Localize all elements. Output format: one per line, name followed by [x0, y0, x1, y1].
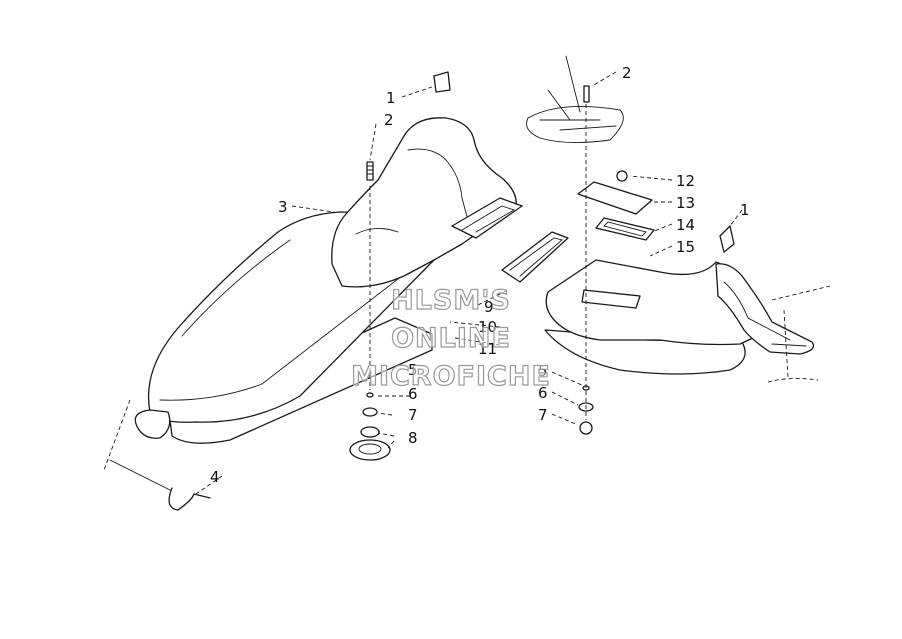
watermark-line-1: HLSM'S: [391, 285, 511, 316]
callout-10: 10: [478, 318, 497, 336]
washer-stack-left: [349, 392, 391, 461]
callout-6-right: 6: [538, 384, 548, 402]
callout-2-right: 2: [622, 64, 632, 82]
grab-bar: [526, 55, 624, 144]
callout-12: 12: [676, 172, 695, 190]
callout-14: 14: [676, 216, 695, 234]
gasket-14: [595, 217, 655, 241]
watermark-line-2: ONLINE: [391, 323, 511, 354]
callout-7-right: 7: [538, 406, 548, 424]
screw-2-right: [583, 85, 590, 103]
watermark: HLSM'S ONLINE MICROFICHE: [350, 284, 551, 392]
strap-9: [501, 231, 569, 283]
pin-4: [103, 399, 211, 511]
callout-15: 15: [676, 238, 695, 256]
callout-1-right: 1: [740, 201, 750, 219]
callout-11: 11: [478, 340, 497, 358]
clip-1-right: [719, 225, 735, 253]
seat-left: [134, 117, 523, 444]
callout-1-left: 1: [386, 89, 396, 107]
callout-13: 13: [676, 194, 695, 212]
seat-right: [544, 259, 831, 383]
callout-4: 4: [210, 468, 220, 486]
clip-1-left: [433, 71, 451, 93]
callout-labels: 1 2 3 4 5 6 7 8 9 10 11 2 12 13 14 15 1 …: [210, 64, 750, 486]
plate-13: [577, 181, 653, 215]
callout-7-left: 7: [408, 406, 418, 424]
callout-5-left: 5: [408, 361, 418, 379]
screw-2-left: [366, 161, 374, 181]
callout-6-left: 6: [408, 385, 418, 403]
rivet-12: [616, 170, 628, 182]
leader-lines: [195, 71, 743, 495]
callout-3: 3: [278, 198, 288, 216]
watermark-line-3: MICROFICHE: [351, 361, 551, 392]
callout-2-left: 2: [384, 111, 394, 129]
callout-5-right: 5: [538, 362, 548, 380]
callout-9: 9: [484, 298, 494, 316]
callout-8: 8: [408, 429, 418, 447]
